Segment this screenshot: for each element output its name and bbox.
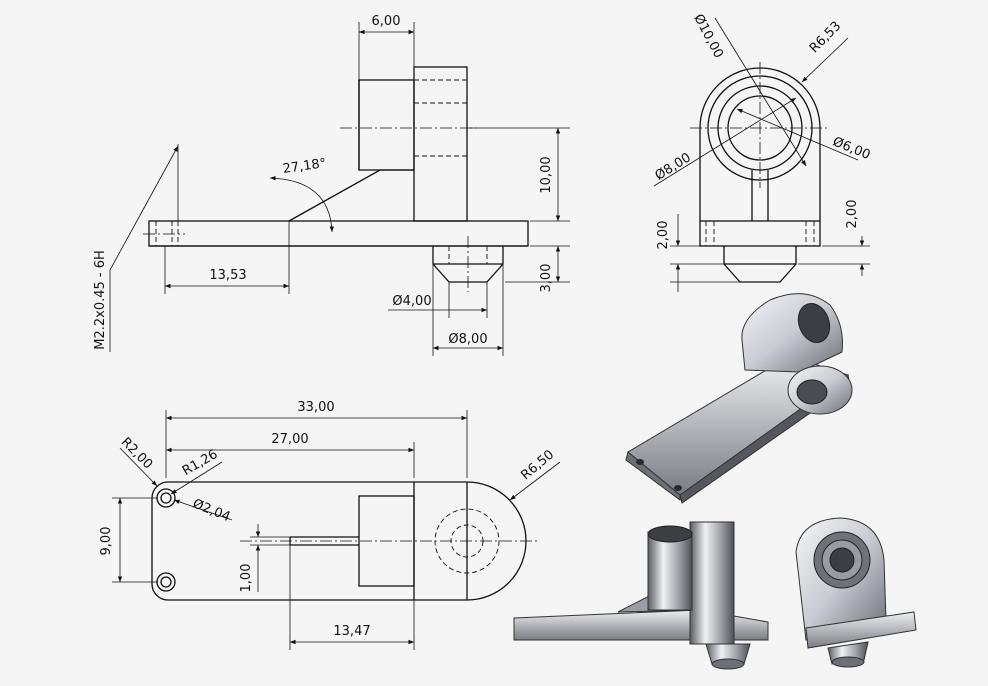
dim-side-dia-6: Ø6,00 xyxy=(830,134,872,163)
dim-top-r1-26: R1,26 xyxy=(180,447,220,479)
dim-side-dia-10: Ø10,00 xyxy=(690,12,726,61)
base-plate xyxy=(148,220,529,247)
dim-height-10: 10,00 xyxy=(539,156,554,193)
dim-dia-4: Ø4,00 xyxy=(392,294,431,309)
dim-side-left-2: 2,00 xyxy=(656,221,671,250)
front-view: 6,00 27,18° 10,00 3,00 13,53 Ø4,00 Ø8,00… xyxy=(93,14,570,356)
side-view: Ø10,00 R6,53 Ø6,00 Ø8,00 2,00 2,00 xyxy=(653,12,872,292)
dim-dia-8: Ø8,00 xyxy=(448,332,487,347)
iso-render-large xyxy=(625,293,853,504)
side-pin xyxy=(723,246,797,283)
thread-note: M2.2x0.45 - 6H xyxy=(93,250,108,350)
iso-render-side xyxy=(513,521,769,670)
dim-top-27: 27,00 xyxy=(271,432,308,447)
dim-top-33: 33,00 xyxy=(297,400,334,415)
rib xyxy=(288,169,414,222)
dim-top-width: 6,00 xyxy=(372,14,401,29)
iso-render-front xyxy=(795,517,917,668)
cylinder-boss xyxy=(358,79,415,171)
dim-top-dia-2-04: Ø2,04 xyxy=(190,496,232,525)
dim-side-right-2: 2,00 xyxy=(845,200,860,229)
dim-height-3: 3,00 xyxy=(539,264,554,293)
dim-side-r-6-53: R6,53 xyxy=(807,19,844,56)
dim-top-r2: R2,00 xyxy=(118,435,155,472)
side-base xyxy=(699,220,821,247)
dim-top-13-47: 13,47 xyxy=(333,624,370,639)
dim-angle: 27,18° xyxy=(282,156,327,177)
dim-length-13-53: 13,53 xyxy=(209,268,246,283)
dim-top-1: 1,00 xyxy=(239,564,254,593)
dim-side-dia-8: Ø8,00 xyxy=(653,150,694,183)
dim-top-9: 9,00 xyxy=(99,527,114,556)
top-view: 33,00 27,00 R2,00 R1,26 Ø2,04 R6,50 9,00… xyxy=(99,400,561,650)
upright-block xyxy=(413,66,468,222)
dim-top-r6-50: R6,50 xyxy=(518,447,557,483)
